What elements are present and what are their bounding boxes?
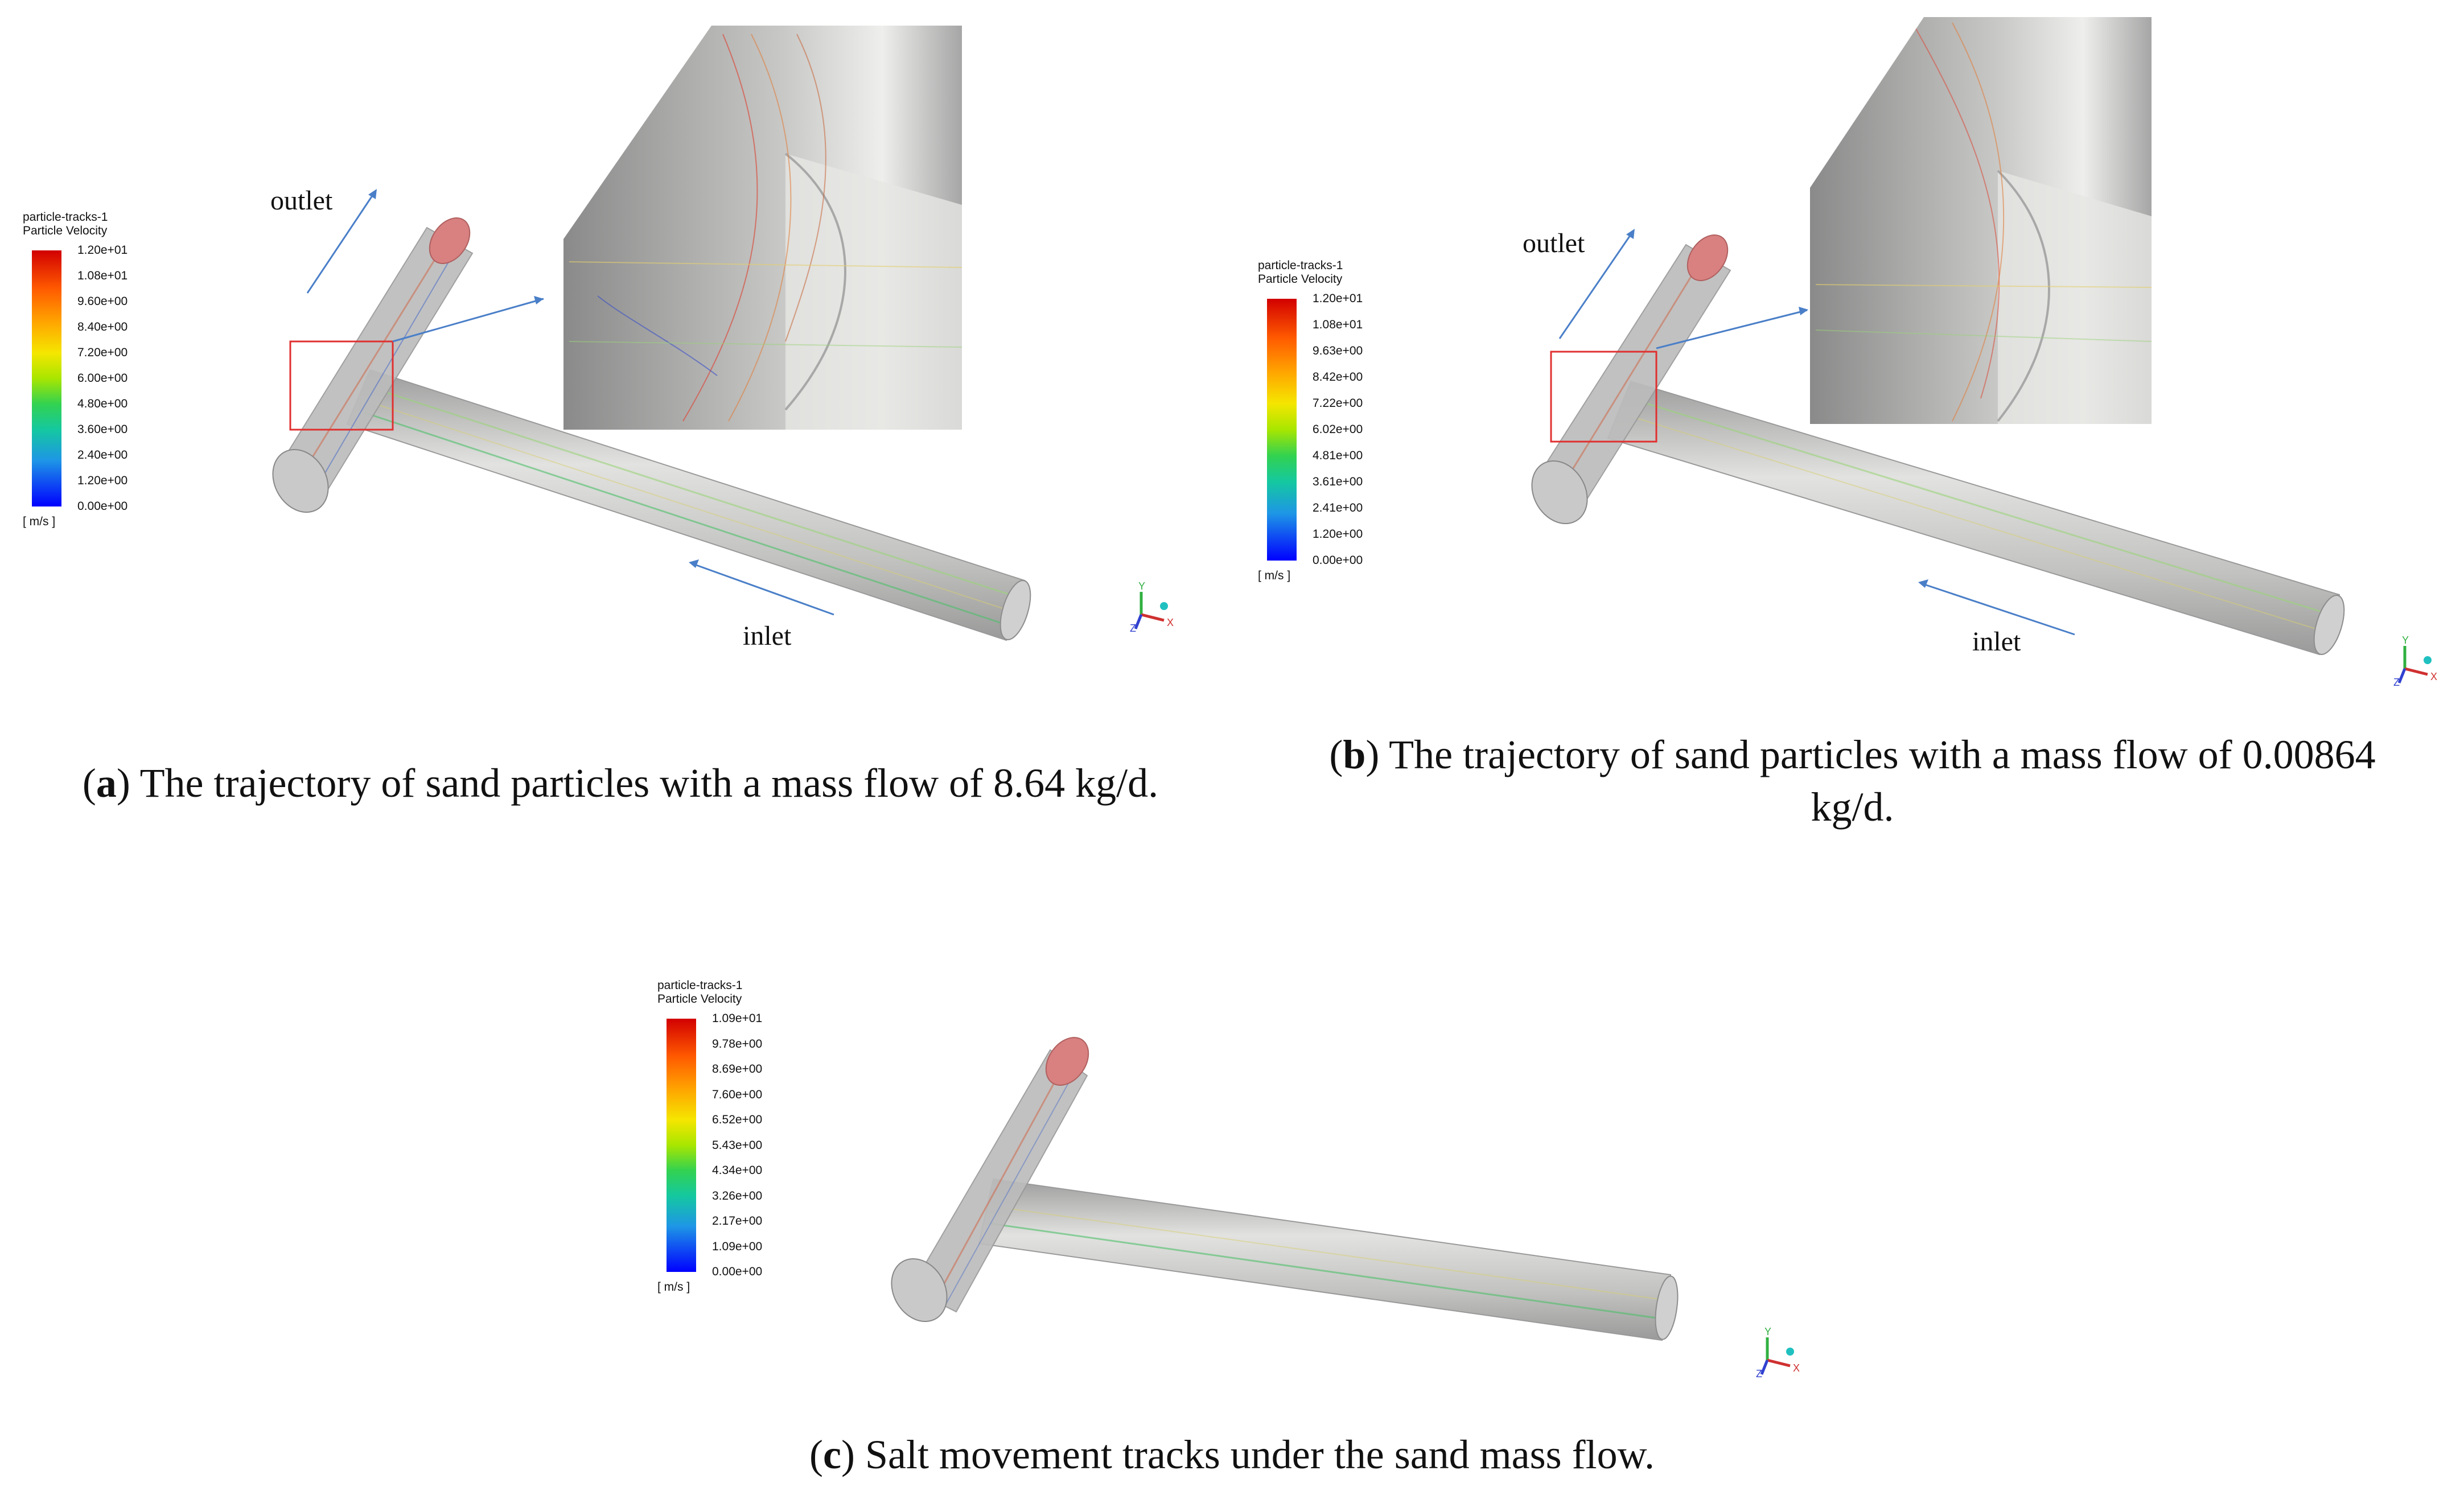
caption-text-line1: The trajectory of sand particles with a … [1389, 732, 2376, 777]
legend-colorbar [667, 1019, 696, 1272]
legend-tick: 6.52e+00 [712, 1113, 763, 1126]
legend-tick: 1.09e+01 [712, 1012, 763, 1025]
axis-label-z: Z [1756, 1368, 1762, 1379]
legend-tick: 7.60e+00 [712, 1088, 763, 1101]
legend-tick: 4.34e+00 [712, 1164, 763, 1177]
legend-unit: [ m/s ] [23, 515, 56, 528]
legend-tick: 1.20e+01 [1313, 292, 1363, 305]
legend-tick: 9.78e+00 [712, 1037, 763, 1051]
caption-text: Salt movement tracks under the sand mass… [865, 1432, 1655, 1477]
legend-tick: 0.00e+00 [1313, 554, 1363, 567]
axis-triad-c: Y X Z [1756, 1326, 1800, 1379]
legend-tick: 1.08e+01 [1313, 318, 1363, 331]
axis-label-y: Y [1764, 1326, 1771, 1337]
legend-tick: 3.61e+00 [1313, 475, 1363, 488]
legend-tick: 3.26e+00 [712, 1189, 763, 1202]
bottom-end-cap [1531, 460, 1588, 525]
legend-tick: 8.40e+00 [77, 320, 128, 333]
legend-colorbar [32, 250, 61, 506]
legend-tick: 1.20e+01 [77, 244, 128, 257]
caption-a: (a) The trajectory of sand particles wit… [82, 760, 1159, 806]
axis-triad-b: Y X Z [2393, 635, 2437, 688]
legend-tick: 5.43e+00 [712, 1139, 763, 1152]
legend-tick: 2.40e+00 [77, 448, 128, 462]
legend-tick: 4.80e+00 [77, 397, 128, 410]
zoom-inset [563, 26, 962, 430]
velocity-legend-a: particle-tracks-1 Particle Velocity 1.20… [23, 211, 127, 528]
caption-text: The trajectory of sand particles with a … [139, 760, 1159, 806]
caption-b: (b) The trajectory of sand particles wit… [1241, 728, 2464, 833]
legend-tick: 7.22e+00 [1313, 397, 1363, 410]
panel-b: particle-tracks-1 Particle Velocity 1.20… [1241, 0, 2464, 854]
outlet-arrow [1558, 230, 1635, 339]
zoom-box [289, 340, 394, 431]
legend-unit: [ m/s ] [1258, 569, 1291, 582]
pipe-geometry-c: Y X Z [891, 1037, 1800, 1379]
legend-title-2: Particle Velocity [657, 992, 742, 1006]
legend-title-1: particle-tracks-1 [657, 979, 743, 992]
inlet-label: inlet [743, 621, 792, 651]
pipe-geometry-a: Y X Z [272, 26, 1174, 641]
legend-tick: 9.60e+00 [77, 295, 128, 308]
legend-tick: 1.20e+00 [77, 474, 128, 487]
velocity-legend-b: particle-tracks-1 Particle Velocity 1.20… [1258, 259, 1363, 582]
inlet-end-cap [2313, 594, 2345, 656]
legend-tick: 6.02e+00 [1313, 423, 1363, 436]
axis-label-z: Z [2393, 677, 2400, 688]
outlet-label: outlet [1523, 228, 1585, 258]
caption-text-line2: kg/d. [1811, 784, 1894, 830]
legend-tick: 8.69e+00 [712, 1062, 763, 1076]
axis-label-x: X [1793, 1362, 1800, 1374]
caption-letter: a [96, 760, 117, 806]
axis-label-x: X [2430, 671, 2437, 682]
outlet-end-cap [429, 217, 471, 264]
panel-a: particle-tracks-1 Particle Velocity 1.20… [0, 0, 1241, 825]
legend-tick: 2.17e+00 [712, 1214, 763, 1228]
inlet-end-cap [1655, 1275, 1679, 1340]
legend-tick: 1.09e+00 [712, 1240, 763, 1253]
inlet-arrow [1920, 582, 2075, 636]
outlet-label: outlet [270, 186, 333, 216]
axis-label-y: Y [2402, 635, 2409, 646]
panel-c: particle-tracks-1 Particle Velocity 1.09… [0, 939, 2464, 1495]
caption-c: (c) Salt movement tracks under the sand … [809, 1432, 1655, 1477]
caption-letter: c [823, 1432, 841, 1477]
zoom-inset [1810, 17, 2152, 424]
legend-tick: 7.20e+00 [77, 346, 128, 359]
legend-tick: 1.20e+00 [1313, 528, 1363, 541]
inlet-arrow [691, 562, 834, 616]
legend-title-2: Particle Velocity [23, 224, 108, 237]
outlet-end-cap [1045, 1037, 1089, 1086]
zoom-box [1550, 351, 1657, 443]
outlet-arrow [306, 190, 377, 294]
axis-label-x: X [1167, 617, 1174, 628]
legend-title-1: particle-tracks-1 [1258, 259, 1343, 272]
legend-tick: 4.81e+00 [1313, 449, 1363, 462]
inlet-end-cap [999, 579, 1031, 641]
legend-tick: 6.00e+00 [77, 372, 128, 385]
legend-tick: 2.41e+00 [1313, 501, 1363, 514]
inlet-pipe [978, 1178, 1672, 1341]
legend-tick: 9.63e+00 [1313, 344, 1363, 357]
caption-letter: b [1343, 732, 1366, 777]
pipe-geometry-b: Y X Z [1531, 17, 2437, 688]
legend-tick: 1.08e+01 [77, 269, 128, 282]
bottom-end-cap [272, 448, 329, 513]
legend-tick: 0.00e+00 [77, 500, 128, 513]
axis-label-z: Z [1130, 623, 1136, 634]
inlet-label: inlet [1972, 627, 2021, 657]
bottom-end-cap [891, 1258, 948, 1323]
legend-tick: 8.42e+00 [1313, 370, 1363, 384]
axis-triad-a: Y X Z [1130, 580, 1174, 634]
legend-colorbar [1267, 299, 1297, 561]
legend-title-2: Particle Velocity [1258, 273, 1343, 286]
axis-label-y: Y [1138, 580, 1145, 592]
outlet-end-cap [1686, 234, 1729, 281]
legend-tick: 3.60e+00 [77, 423, 128, 436]
legend-title-1: particle-tracks-1 [23, 211, 108, 224]
velocity-legend-c: particle-tracks-1 Particle Velocity 1.09… [657, 979, 762, 1294]
legend-unit: [ m/s ] [657, 1280, 690, 1294]
legend-tick: 0.00e+00 [712, 1265, 763, 1278]
